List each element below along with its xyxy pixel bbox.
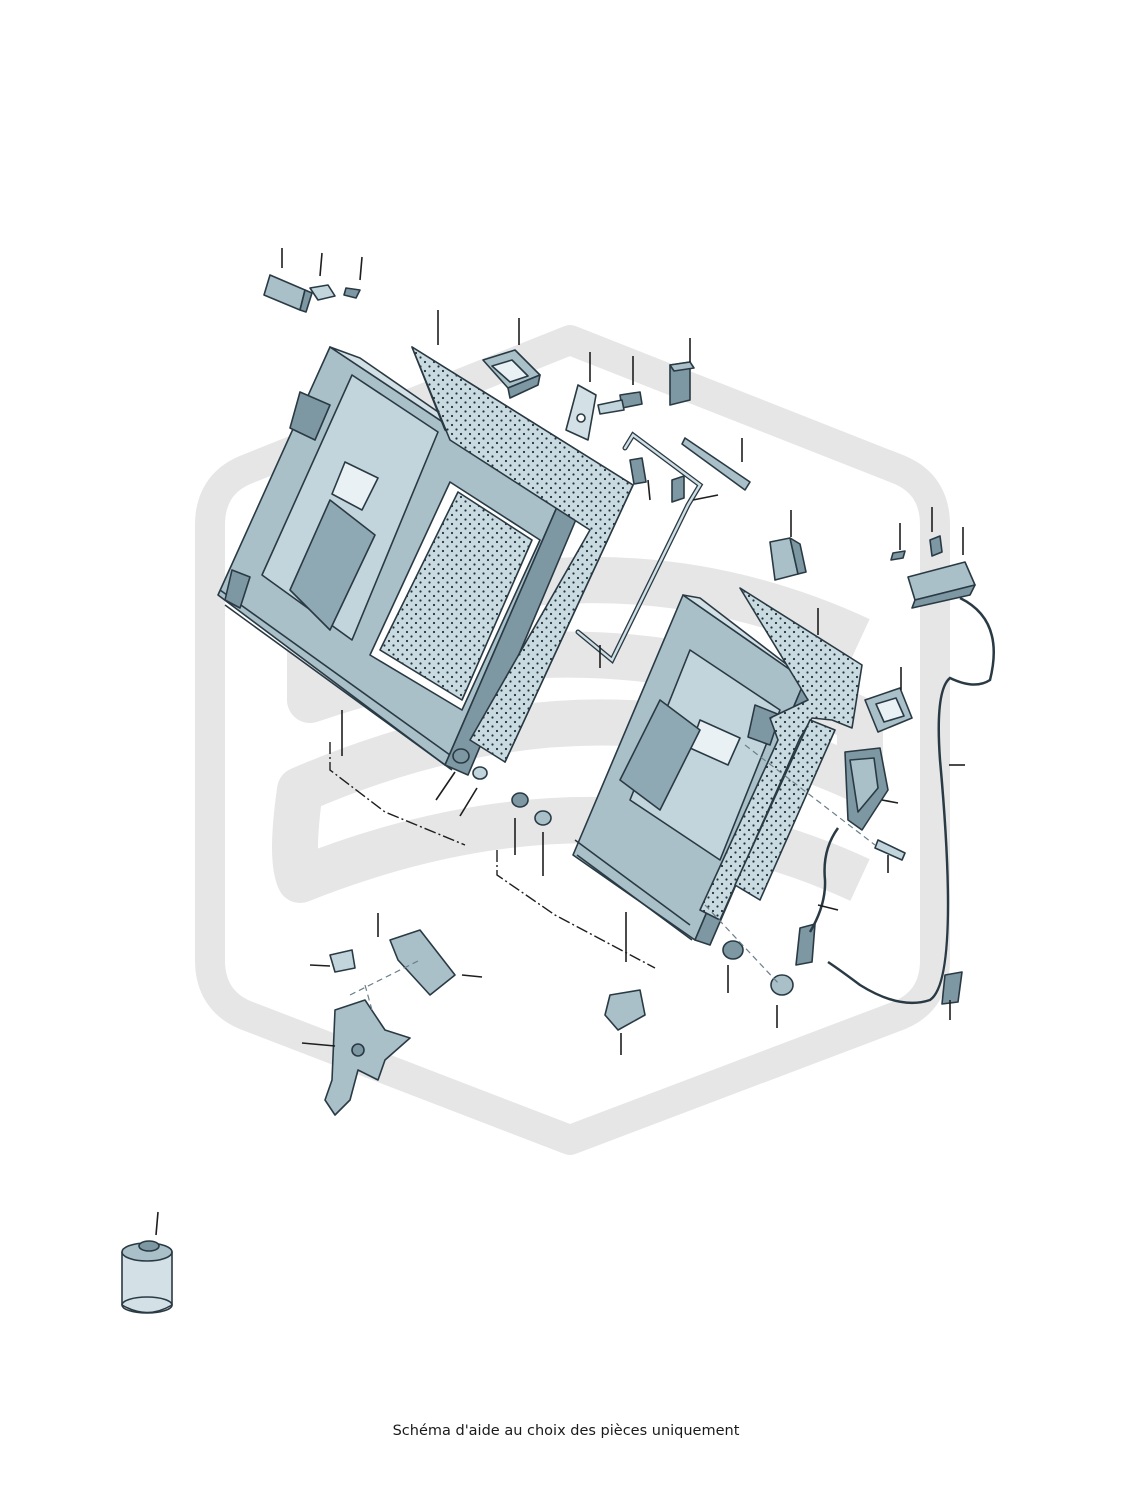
wire-frame-rod — [575, 431, 704, 664]
diagram-caption: Schéma d'aide au choix des pièces unique… — [392, 1423, 740, 1439]
grommets — [452, 748, 794, 996]
guide-sleeve — [482, 349, 541, 399]
adhesive-canister — [121, 1240, 173, 1314]
assembly-alignment-lines — [349, 744, 876, 1011]
group-brackets — [329, 742, 656, 969]
release-button-cover — [669, 361, 695, 406]
backrest-lock — [844, 747, 889, 831]
trim-strip — [681, 437, 751, 491]
top-bracket-clip — [263, 274, 313, 313]
hinge-clip — [329, 949, 356, 973]
hinge-bracket — [324, 999, 411, 1116]
seat-belt-guide — [864, 687, 913, 733]
clip-pair — [629, 457, 685, 503]
head-restraint-guide — [769, 537, 807, 581]
hinge-cover — [389, 929, 456, 996]
callout-leader-lines — [155, 248, 965, 1236]
mounting-plate — [565, 384, 597, 441]
cable-end-piece — [795, 923, 816, 966]
small-retainer — [604, 989, 646, 1031]
right-backrest-foam-pad — [699, 587, 863, 921]
release-handle-housing — [890, 535, 976, 609]
bowden-cable — [808, 596, 995, 1005]
left-backrest-foam-pad-body — [411, 346, 634, 763]
lock-bolt — [874, 839, 906, 861]
release-lever — [941, 971, 963, 1005]
hex-bolt — [597, 391, 643, 415]
top-hinge-pin — [309, 284, 361, 301]
